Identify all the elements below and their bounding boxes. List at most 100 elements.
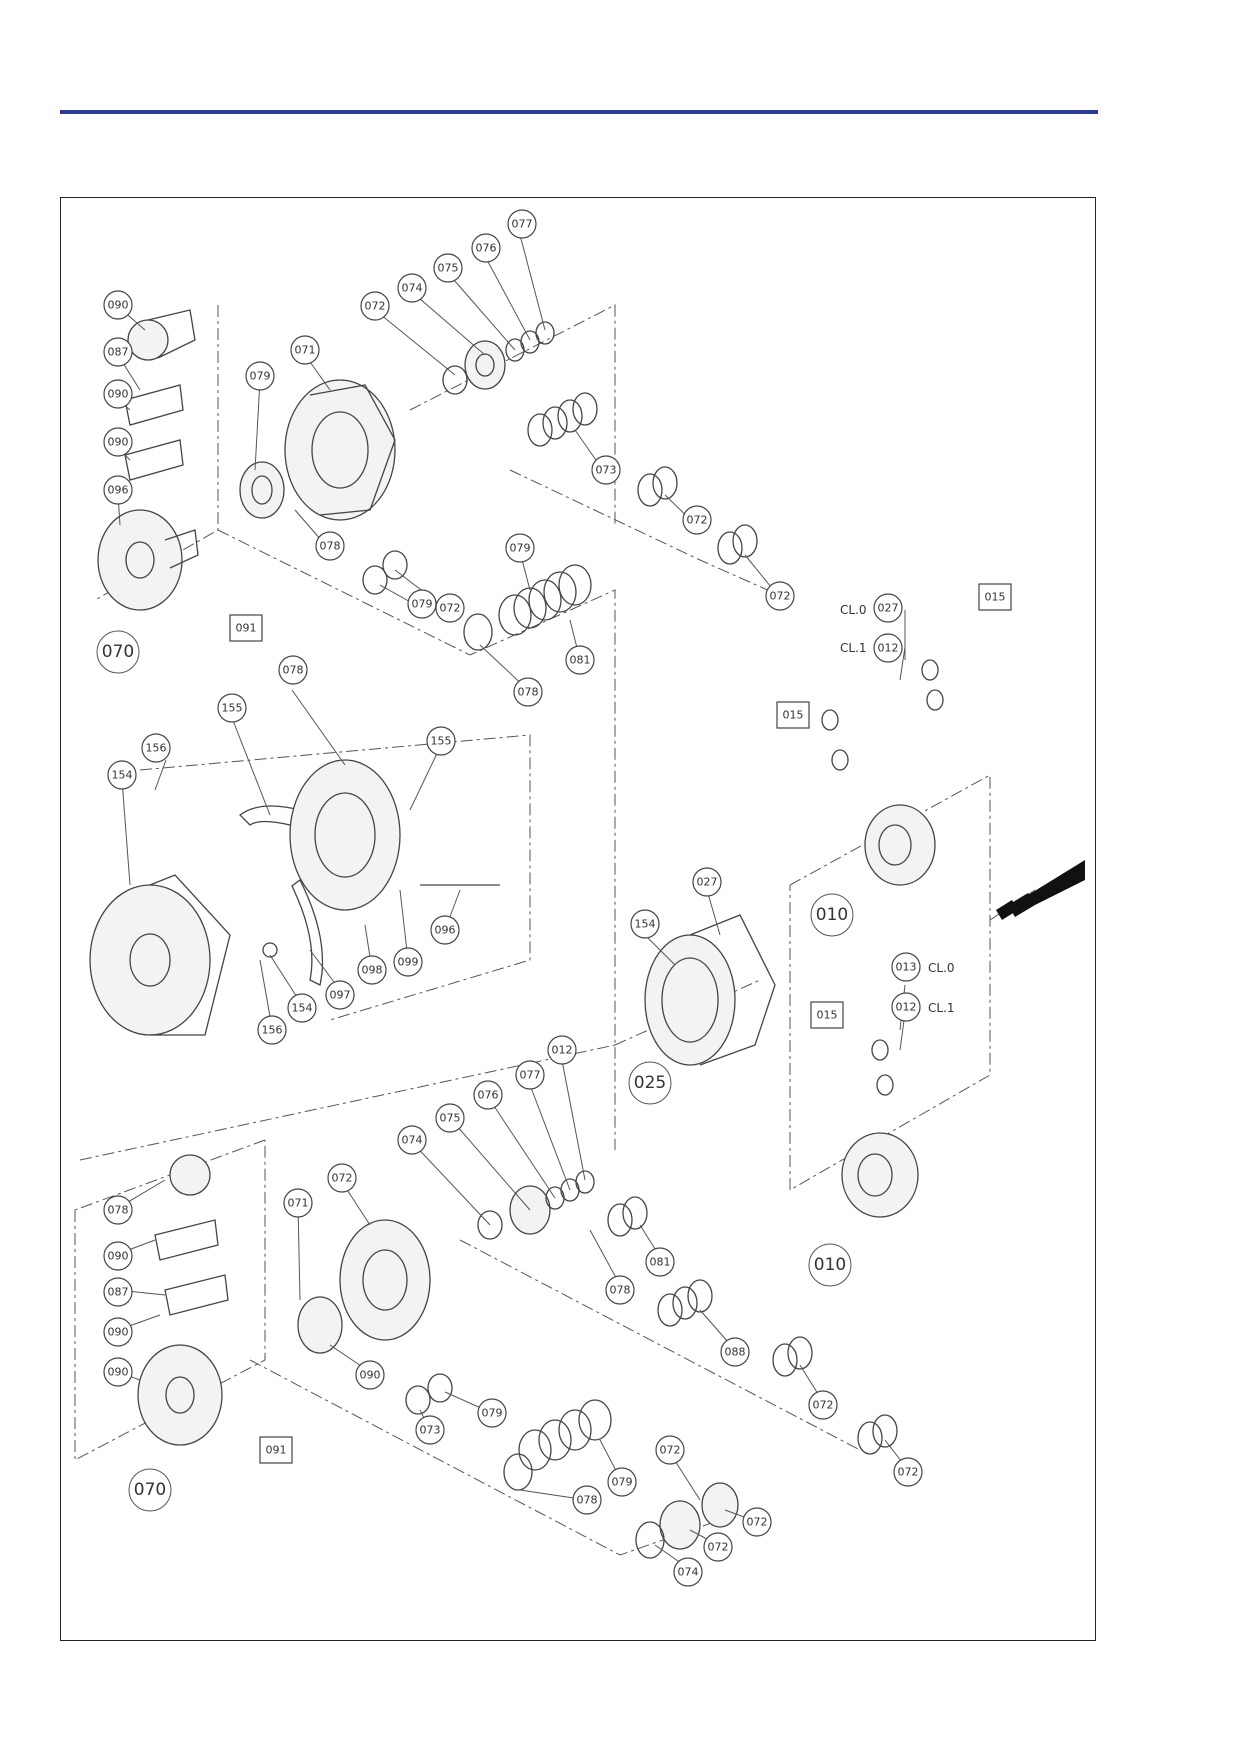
boxed-callout-1: 015	[978, 583, 1012, 611]
side-label-cl0-lower: CL.0	[928, 961, 955, 975]
callout-20: 081	[565, 645, 595, 675]
flange-upper	[97, 509, 199, 611]
callout-label: 075	[440, 1112, 461, 1125]
boxed-callout-0: 091	[229, 614, 263, 642]
callout-label: 073	[420, 1424, 441, 1437]
callout-label: 072	[813, 1399, 834, 1412]
callout-30: 154	[287, 993, 317, 1023]
callout-label: 087	[108, 346, 129, 359]
boxed-callout-label: 091	[266, 1444, 287, 1457]
hub-upper	[284, 379, 396, 521]
callout-19: 078	[513, 677, 543, 707]
header-rule	[60, 110, 1098, 114]
callout-label: 076	[478, 1089, 499, 1102]
callout-45: 078	[103, 1195, 133, 1225]
callout-12: 078	[315, 531, 345, 561]
callout-label: 090	[108, 388, 129, 401]
backing-plate	[289, 759, 401, 911]
callout-label: 071	[288, 1197, 309, 1210]
callout-29: 097	[325, 980, 355, 1010]
group-labels: 070 070 025 010 010	[96, 630, 854, 1512]
callout-label: 156	[262, 1024, 283, 1037]
callout-label: 090	[108, 436, 129, 449]
callout-label: 078	[320, 540, 341, 553]
callout-label: 078	[283, 664, 304, 677]
callout-59: 072	[893, 1457, 923, 1487]
diff-case-upper	[864, 804, 936, 886]
callout-label: 027	[697, 876, 718, 889]
boxed-callout-group: 091 015 015 015 091	[229, 583, 1012, 1464]
callout-label: 096	[435, 924, 456, 937]
callout-31: 156	[257, 1015, 287, 1045]
boxed-callout-4: 091	[259, 1436, 293, 1464]
callout-label: 072	[660, 1444, 681, 1457]
boxed-callout-label: 015	[985, 591, 1006, 604]
group-label-upper-axle: 070	[102, 642, 134, 662]
callout-35: 012	[873, 633, 903, 663]
diagram-frame	[60, 197, 1096, 1641]
callout-8: 087	[103, 337, 133, 367]
group-label-diff-lower: 010	[814, 1255, 846, 1275]
flange-lower	[137, 1344, 223, 1446]
callout-26: 096	[430, 915, 460, 945]
callout-label: 072	[708, 1541, 729, 1554]
callout-label: 156	[146, 742, 167, 755]
callout-label: 072	[898, 1466, 919, 1479]
callout-0: 077	[507, 209, 537, 239]
pinion-shaft-lower	[169, 1154, 211, 1196]
callout-60: 072	[655, 1435, 685, 1465]
callout-label: 097	[330, 989, 351, 1002]
group-label-brake: 025	[634, 1073, 666, 1093]
pinion-shaft-upper	[124, 309, 196, 481]
callout-48: 090	[103, 1317, 133, 1347]
boxed-callout-label: 015	[783, 709, 804, 722]
leader-lines	[117, 234, 909, 1569]
callout-61: 072	[742, 1507, 772, 1537]
callout-label: 077	[520, 1069, 541, 1082]
cage-ring-front	[644, 934, 736, 1066]
callout-label: 088	[725, 1346, 746, 1359]
callout-37: 012	[891, 992, 921, 1022]
callout-41: 075	[435, 1103, 465, 1133]
callout-label: 072	[365, 300, 386, 313]
callout-56: 078	[605, 1275, 635, 1305]
callout-33: 027	[692, 867, 722, 897]
callout-label: 090	[360, 1369, 381, 1382]
spider-gears	[821, 659, 944, 1096]
callout-label: 079	[482, 1407, 503, 1420]
callout-5: 071	[290, 335, 320, 365]
callout-4: 072	[360, 291, 390, 321]
side-label-cl1-lower: CL.1	[928, 1001, 955, 1015]
callout-label: 090	[108, 299, 129, 312]
callout-label: 013	[896, 961, 917, 974]
callout-58: 072	[808, 1390, 838, 1420]
callout-46: 090	[103, 1241, 133, 1271]
callout-36: 013	[891, 952, 921, 982]
callout-57: 088	[720, 1337, 750, 1367]
callout-52: 079	[477, 1398, 507, 1428]
callout-label: 072	[770, 590, 791, 603]
callout-label: 090	[108, 1250, 129, 1263]
callout-24: 156	[141, 733, 171, 763]
boxed-callout-label: 015	[817, 1009, 838, 1022]
upper-axle-assembly	[97, 309, 758, 651]
callout-label: 075	[438, 262, 459, 275]
callout-label: 099	[398, 956, 419, 969]
callout-label: 027	[878, 602, 899, 615]
callout-label: 079	[250, 370, 271, 383]
callout-label: 071	[295, 344, 316, 357]
callout-label: 079	[612, 1476, 633, 1489]
callout-28: 098	[357, 955, 387, 985]
callout-40: 076	[473, 1080, 503, 1110]
callout-62: 072	[703, 1532, 733, 1562]
side-label-cl0-upper: CL.0	[840, 603, 867, 617]
callout-16: 072	[435, 593, 465, 623]
diff-case-lower	[841, 1132, 919, 1218]
callout-42: 074	[397, 1125, 427, 1155]
lower-axle-assembly	[137, 1154, 898, 1559]
callout-53: 079	[607, 1467, 637, 1497]
callout-label: 077	[512, 218, 533, 231]
callout-7: 090	[103, 290, 133, 320]
callout-label: 079	[412, 598, 433, 611]
